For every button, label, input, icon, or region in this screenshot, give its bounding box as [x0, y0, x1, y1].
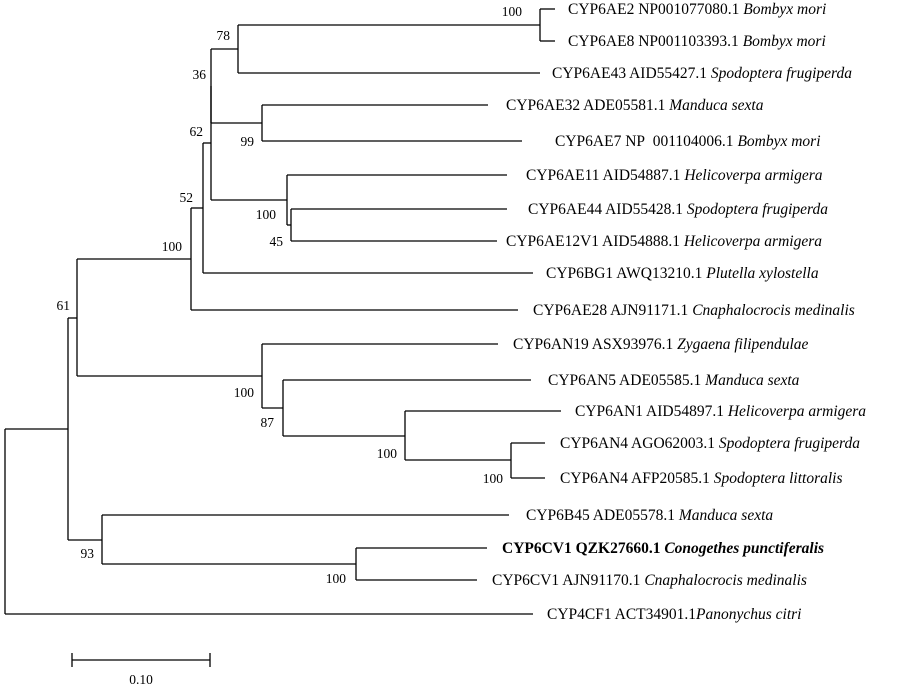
- taxon-accession: CYP6CV1 QZK27660.1: [502, 540, 660, 557]
- taxon-label-an19: CYP6AN19 ASX93976.1 Zygaena filipendulae: [513, 336, 808, 353]
- taxon-label-ae8: CYP6AE8 NP001103393.1 Bombyx mori: [568, 33, 826, 50]
- taxon-species: Plutella xylostella: [702, 265, 818, 282]
- taxon-species: Helicoverpa armigera: [724, 403, 866, 420]
- bootstrap-value: 99: [241, 134, 255, 149]
- tree-branches: [4, 8, 561, 615]
- taxon-species: Spodoptera littoralis: [710, 470, 843, 487]
- taxon-label-ae44: CYP6AE44 AID55428.1 Spodoptera frugiperd…: [528, 201, 828, 218]
- bootstrap-value: 93: [81, 546, 95, 561]
- taxon-label-b45: CYP6B45 ADE05578.1 Manduca sexta: [526, 507, 773, 524]
- taxon-species: Helicoverpa armigera: [680, 167, 822, 184]
- bootstrap-value: 100: [502, 4, 523, 19]
- taxon-label-an4b: CYP6AN4 AFP20585.1 Spodoptera littoralis: [560, 470, 843, 487]
- taxon-accession: CYP6AE11 AID54887.1: [526, 167, 680, 184]
- taxon-label-cf1: CYP4CF1 ACT34901.1Panonychus citri: [547, 606, 801, 623]
- bootstrap-value: 100: [234, 385, 255, 400]
- taxon-species: Bombyx mori: [739, 1, 826, 18]
- taxon-species: Spodoptera frugiperda: [715, 435, 860, 452]
- bootstrap-value: 78: [217, 28, 231, 43]
- taxon-accession: CYP6AE7 NP 001104006.1: [555, 133, 734, 150]
- bootstrap-value: 100: [162, 239, 183, 254]
- taxon-species: Cnaphalocrocis medinalis: [688, 302, 854, 319]
- taxon-species: Conogethes punctiferalis: [660, 540, 824, 557]
- taxon-species: Cnaphalocrocis medinalis: [640, 572, 806, 589]
- taxon-species: Helicoverpa armigera: [680, 233, 822, 250]
- taxon-accession: CYP6AE32 ADE05581.1: [506, 97, 665, 114]
- taxon-accession: CYP6AE12V1 AID54888.1: [506, 233, 680, 250]
- bootstrap-value: 52: [180, 190, 194, 205]
- bootstrap-value: 45: [270, 234, 284, 249]
- taxon-species: Panonychus citri: [695, 606, 801, 623]
- taxon-species: Spodoptera frugiperda: [683, 201, 828, 218]
- taxon-label-ae7: CYP6AE7 NP 001104006.1 Bombyx mori: [555, 133, 821, 150]
- taxon-accession: CYP6AN19 ASX93976.1: [513, 336, 673, 353]
- bootstrap-value: 100: [377, 446, 398, 461]
- taxon-label-an5: CYP6AN5 ADE05585.1 Manduca sexta: [548, 372, 800, 389]
- taxon-accession: CYP6B45 ADE05578.1: [526, 507, 675, 524]
- bootstrap-value: 100: [326, 571, 347, 586]
- bootstrap-value: 100: [256, 207, 277, 222]
- taxon-accession: CYP6AE44 AID55428.1: [528, 201, 683, 218]
- taxon-label-ae12: CYP6AE12V1 AID54888.1 Helicoverpa armige…: [506, 233, 822, 250]
- taxon-label-ae11: CYP6AE11 AID54887.1 Helicoverpa armigera: [526, 167, 823, 184]
- taxon-species: Bombyx mori: [734, 133, 821, 150]
- taxon-accession: CYP6AN5 ADE05585.1: [548, 372, 701, 389]
- taxon-accession: CYP6AN4 AFP20585.1: [560, 470, 710, 487]
- taxon-label-ae28: CYP6AE28 AJN91171.1 Cnaphalocrocis medin…: [533, 302, 855, 319]
- bootstrap-value: 61: [57, 298, 71, 313]
- taxon-label-ae43: CYP6AE43 AID55427.1 Spodoptera frugiperd…: [552, 65, 852, 82]
- taxon-species: Manduca sexta: [701, 372, 799, 389]
- taxon-species: Spodoptera frugiperda: [707, 65, 852, 82]
- bootstrap-value: 100: [483, 471, 504, 486]
- taxon-accession: CYP4CF1 ACT34901.1: [547, 606, 696, 623]
- taxon-label-ae32: CYP6AE32 ADE05581.1 Manduca sexta: [506, 97, 764, 114]
- scale-bar-label: 0.10: [129, 672, 153, 686]
- bootstrap-values: 100 78 36 99 62 100 45 52 100 61 100 87 100 100 100 93: [57, 4, 523, 586]
- taxon-label-an4a: CYP6AN4 AGO62003.1 Spodoptera frugiperda: [560, 435, 860, 452]
- taxon-accession: CYP6AN4 AGO62003.1: [560, 435, 715, 452]
- taxon-species: Bombyx mori: [739, 33, 826, 50]
- taxon-species: Manduca sexta: [665, 97, 763, 114]
- taxon-accession: CYP6AE28 AJN91171.1: [533, 302, 688, 319]
- taxon-label-an1: CYP6AN1 AID54897.1 Helicoverpa armigera: [575, 403, 866, 420]
- taxon-label-cv1b: CYP6CV1 AJN91170.1 Cnaphalocrocis medina…: [492, 572, 807, 589]
- taxon-species: Zygaena filipendulae: [673, 336, 808, 353]
- taxon-accession: CYP6CV1 AJN91170.1: [492, 572, 640, 589]
- bootstrap-value: 36: [193, 67, 207, 82]
- taxon-labels: CYP6AE2 NP001077080.1 Bombyx moriCYP6AE8…: [492, 1, 866, 623]
- scale-bar: 0.10: [71, 653, 211, 686]
- taxon-accession: CYP6AE2 NP001077080.1: [568, 1, 739, 18]
- taxon-label-ae2: CYP6AE2 NP001077080.1 Bombyx mori: [568, 1, 826, 18]
- taxon-label-cv1a: CYP6CV1 QZK27660.1 Conogethes punctifera…: [502, 540, 824, 557]
- taxon-accession: CYP6AE8 NP001103393.1: [568, 33, 739, 50]
- bootstrap-value: 87: [261, 415, 275, 430]
- taxon-accession: CYP6BG1 AWQ13210.1: [546, 265, 702, 282]
- taxon-accession: CYP6AN1 AID54897.1: [575, 403, 724, 420]
- taxon-label-bg1: CYP6BG1 AWQ13210.1 Plutella xylostella: [546, 265, 819, 282]
- bootstrap-value: 62: [190, 124, 204, 139]
- taxon-accession: CYP6AE43 AID55427.1: [552, 65, 707, 82]
- taxon-species: Manduca sexta: [675, 507, 773, 524]
